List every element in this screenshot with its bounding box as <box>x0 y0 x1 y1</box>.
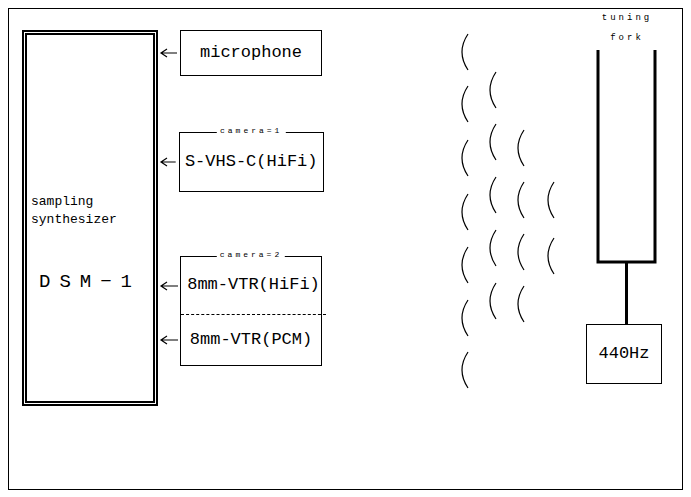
device-label: 8mm-VTR(PCM) <box>190 331 312 350</box>
part-label: tuning fork <box>598 8 656 48</box>
signal-arrow <box>161 282 178 290</box>
device-box: microphone <box>180 30 322 76</box>
camera-box: camera=1S-VHS-C(HiFi) <box>179 132 324 192</box>
device-label: S-VHS-C(HiFi) <box>185 153 318 172</box>
camera-heading: camera=2 <box>217 251 285 259</box>
device-label: 440Hz <box>598 345 649 364</box>
device-name: sampling synthesizer <box>31 193 126 229</box>
device-label: 8mm-VTR(HiFi) <box>187 276 320 295</box>
signal-arrow <box>161 336 178 344</box>
outer-frame <box>9 9 683 490</box>
tuning-fork-symbol <box>598 50 655 324</box>
signal-arrow <box>161 158 176 166</box>
camera-box: camera=28mm-VTR(HiFi)8mm-VTR(PCM) <box>180 256 322 366</box>
model-name: DSM−1 <box>27 271 153 293</box>
recorder-section: 8mm-VTR(HiFi) <box>181 257 326 315</box>
synthesizer-box: sampling synthesizerDSM−1 <box>22 30 158 406</box>
recorder-section: 8mm-VTR(PCM) <box>181 315 321 365</box>
signal-arrow <box>161 49 177 57</box>
device-label: microphone <box>200 44 302 63</box>
frequency-box: 440Hz <box>586 324 662 384</box>
camera-heading: camera=1 <box>217 127 285 135</box>
sound-waves <box>462 34 554 388</box>
